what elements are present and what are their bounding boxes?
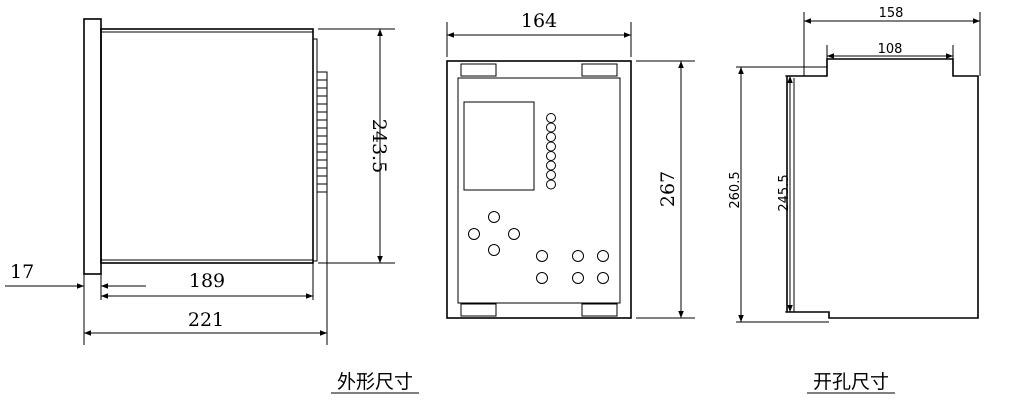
front-view: 164 267 [446, 10, 695, 319]
led-column [546, 113, 556, 190]
side-height-dim: 243.5 [368, 119, 390, 173]
body-depth-dim: 189 [189, 270, 225, 292]
mount-tab-top-right [581, 63, 618, 77]
led-indicator [546, 179, 556, 190]
cutout-outer-height-dim: 260.5 [728, 171, 743, 208]
function-key [572, 272, 584, 284]
front-panel-inner [457, 77, 621, 304]
led-indicator [546, 151, 556, 161]
cutout-inner-width-dim: 108 [878, 42, 903, 57]
key-left [468, 228, 480, 240]
key-up [488, 211, 500, 223]
side-flange [83, 18, 102, 275]
led-indicator [546, 122, 556, 133]
direction-keypad [468, 211, 520, 256]
function-keys [536, 250, 609, 284]
led-indicator [546, 160, 556, 171]
led-indicator [546, 141, 556, 152]
key-down [488, 244, 500, 256]
front-panel-outer [446, 60, 632, 319]
front-height-dim: 267 [657, 171, 679, 207]
led-indicator [546, 170, 556, 180]
caption-cutout-dimensions: 开孔尺寸 [813, 371, 889, 393]
mount-tab-top-left [460, 63, 497, 77]
flange-thickness-dim: 17 [10, 261, 34, 283]
mount-tab-bottom-right [581, 303, 618, 317]
front-width-dim: 164 [521, 10, 557, 32]
function-key [536, 272, 548, 284]
function-key [597, 250, 609, 262]
cutout-outline [786, 58, 979, 319]
led-indicator [546, 132, 556, 142]
key-right [508, 228, 520, 240]
side-view: 243.5 17 189 221 [5, 18, 395, 345]
caption-outline-dimensions: 外形尺寸 [337, 371, 413, 393]
function-key [536, 250, 548, 262]
function-key [597, 272, 609, 284]
cutout-outer-width-dim: 158 [879, 6, 904, 21]
mount-tab-bottom-left [460, 303, 497, 317]
total-depth-dim: 221 [188, 309, 224, 331]
terminal-strip [312, 38, 328, 262]
side-body [100, 28, 314, 264]
cutout-inner-height-dim: 245.5 [777, 174, 792, 211]
lcd-screen [463, 101, 535, 191]
led-indicator [546, 113, 556, 123]
cutout-view: 158 108 260.5 245.5 [728, 6, 981, 323]
function-key [572, 250, 584, 262]
